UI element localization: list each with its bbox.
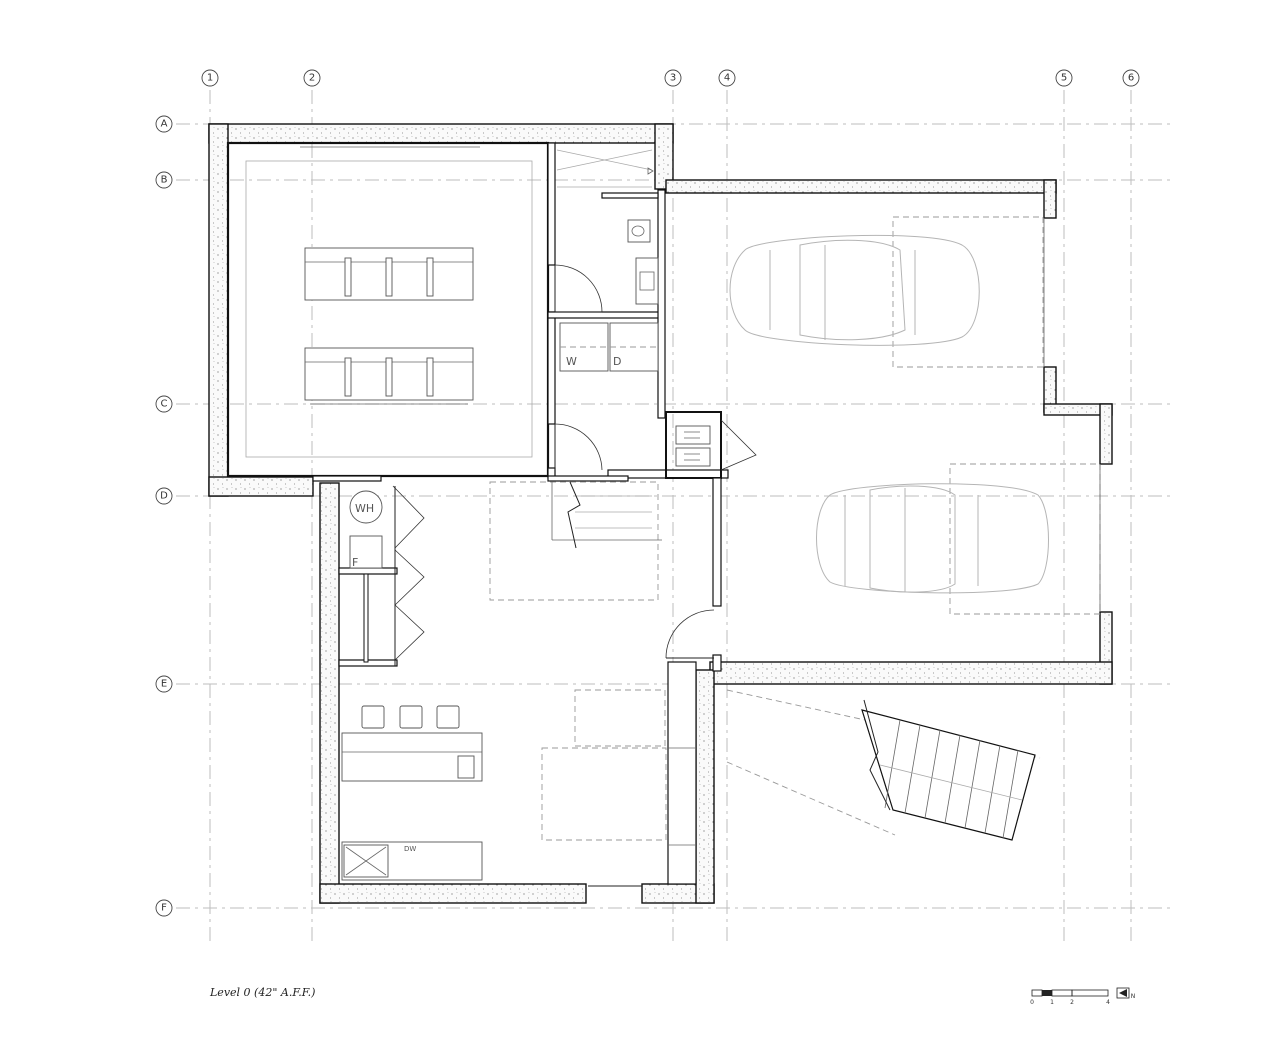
grid-bubbles-rows: A B C D E F	[155, 115, 173, 917]
wall-west-lower	[319, 482, 340, 904]
svg-text:6: 6	[1128, 73, 1134, 84]
grid-bubble-col-2: 2	[303, 69, 321, 87]
laundry: W D	[554, 322, 659, 471]
scale-tick-1: 1	[1050, 999, 1054, 1006]
north-arrow-icon: N	[1116, 987, 1136, 1000]
svg-text:C: C	[161, 399, 168, 410]
wall-step-3	[654, 123, 674, 190]
svg-text:1: 1	[207, 73, 213, 84]
scale-tick-4: 4	[1106, 999, 1110, 1006]
wall-north-west	[208, 123, 674, 144]
wall-garage-south	[709, 661, 1113, 685]
wall-south-west	[319, 883, 587, 904]
grid-bubble-col-6: 6	[1122, 69, 1140, 87]
wall-east-lower	[695, 669, 715, 904]
svg-text:F: F	[161, 903, 167, 914]
island-sink-icon	[457, 755, 475, 779]
wall-garage-ne	[1043, 179, 1057, 219]
media-room	[226, 141, 550, 478]
svg-text:E: E	[161, 679, 167, 690]
bathroom	[554, 149, 659, 313]
garage	[729, 216, 1101, 615]
sofa-row-2	[304, 347, 474, 405]
mechanical-closets: WH F	[349, 485, 425, 666]
furnace-label: F	[352, 556, 358, 569]
interior-walls	[312, 142, 729, 885]
svg-text:D: D	[160, 491, 168, 502]
grid-bubble-row-e: E	[155, 675, 173, 693]
car-1-icon	[729, 234, 980, 346]
grid-bubbles-columns: 1 2 3 4 5 6	[201, 69, 1140, 87]
vestibule	[675, 419, 757, 471]
svg-text:2: 2	[309, 73, 315, 84]
grid-bubble-col-3: 3	[664, 69, 682, 87]
grid-bubble-row-f: F	[155, 899, 173, 917]
exterior-walls	[208, 123, 1113, 904]
furnace-icon	[349, 535, 383, 569]
svg-text:3: 3	[670, 73, 676, 84]
exterior-stair	[726, 689, 1041, 841]
water-heater-icon	[349, 490, 383, 524]
svg-text:4: 4	[724, 73, 730, 84]
water-heater-label: WH	[355, 502, 374, 515]
grid-bubble-col-5: 5	[1055, 69, 1073, 87]
svg-text:B: B	[161, 175, 168, 186]
sofa-row-1	[304, 247, 474, 301]
drawing-title: Level 0 (42" A.F.F.)	[209, 986, 315, 999]
dishwasher-label: DW	[404, 845, 416, 853]
grid-bubble-col-4: 4	[718, 69, 736, 87]
grid-bubble-row-c: C	[155, 395, 173, 413]
kitchen: DW	[341, 689, 667, 887]
bar-stool-3	[436, 705, 460, 729]
north-label: N	[1131, 993, 1136, 1000]
scale-bar: 0 1 2 4 N	[1030, 987, 1136, 1006]
grid-bubble-col-1: 1	[201, 69, 219, 87]
grid-bubble-row-a: A	[155, 115, 173, 133]
toilet-icon	[627, 219, 651, 243]
svg-text:A: A	[161, 119, 168, 130]
bar-stool-1	[361, 705, 385, 729]
wall-garage-north	[665, 179, 1057, 194]
dryer-label: D	[613, 355, 621, 368]
garage-door-swing	[665, 609, 715, 659]
sink-icon	[635, 257, 659, 305]
car-2-icon	[816, 483, 1049, 594]
bar-stool-2	[399, 705, 423, 729]
svg-text:5: 5	[1061, 73, 1067, 84]
wall-garage-east-upper	[1099, 403, 1113, 465]
scale-tick-2: 2	[1070, 999, 1074, 1006]
wall-west-upper	[208, 123, 229, 497]
washer-label: W	[566, 355, 577, 368]
wall-d-line-west	[208, 476, 314, 497]
grid-bubble-row-d: D	[155, 487, 173, 505]
interior-stair	[489, 481, 662, 601]
scale-tick-0: 0	[1030, 999, 1034, 1006]
grid-bubble-row-b: B	[155, 171, 173, 189]
